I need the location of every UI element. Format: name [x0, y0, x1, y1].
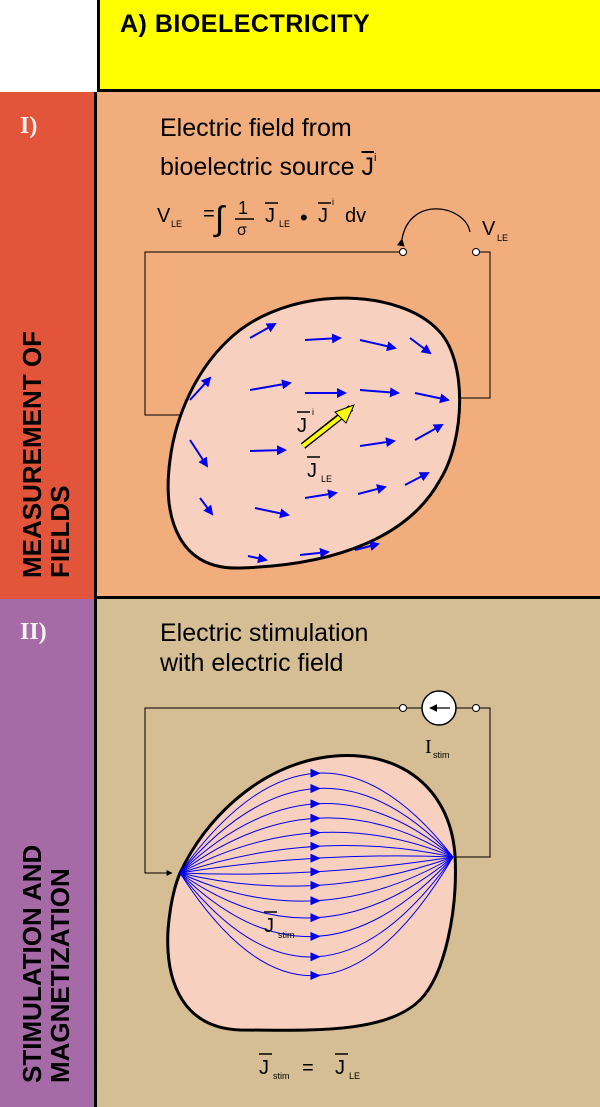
bottom-equation: J stim = J LE — [259, 1053, 360, 1081]
label-Jstim: J — [264, 915, 274, 937]
svg-text:J: J — [335, 1057, 345, 1079]
field-line-arrow — [310, 880, 321, 890]
svg-text:V: V — [157, 205, 171, 227]
svg-text:σ: σ — [237, 222, 247, 239]
terminal-left — [399, 248, 407, 256]
svg-text:=: = — [203, 203, 215, 225]
svg-text:∫: ∫ — [213, 200, 226, 238]
svg-text:i: i — [332, 197, 334, 207]
voltage-arc-arrow — [396, 208, 471, 247]
field-line-arrow — [310, 853, 321, 863]
field-equation: V LE = ∫ 1 σ J LE • J i dv — [157, 197, 366, 239]
svg-text:LE: LE — [279, 219, 290, 229]
field-line-arrow — [310, 896, 321, 906]
svg-text:i: i — [312, 407, 314, 417]
field-line-arrow — [310, 931, 321, 941]
stim-field-lines — [179, 768, 454, 980]
svg-text:LE: LE — [497, 233, 508, 243]
svg-text:stim: stim — [433, 750, 450, 760]
stim-terminal-left — [399, 704, 407, 712]
svg-text:=: = — [302, 1057, 314, 1079]
field-line-arrow — [310, 913, 321, 923]
body-volume-2 — [166, 754, 457, 1032]
field-line-arrow — [310, 828, 321, 838]
field-line-arrow — [310, 841, 321, 851]
field-line-arrow — [310, 952, 321, 962]
svg-text:dv: dv — [345, 205, 366, 227]
svg-text:J: J — [259, 1057, 269, 1079]
field-line-arrow — [310, 799, 321, 809]
field-line-arrow — [310, 784, 321, 793]
section2-roman: II) — [20, 619, 47, 645]
field-line-arrow — [310, 867, 321, 877]
header-bar — [97, 0, 600, 92]
svg-text:LE: LE — [171, 219, 182, 229]
lead-field-arrows — [189, 323, 450, 564]
svg-text:J: J — [318, 205, 328, 227]
section2-side-bar — [0, 599, 97, 1107]
field-line-arrow — [310, 813, 321, 823]
section1-side-bar — [0, 92, 97, 599]
label-JLE: J — [307, 460, 317, 482]
svg-text:1: 1 — [238, 198, 248, 218]
stim-terminal-right — [472, 704, 480, 712]
section1-roman: I) — [20, 113, 38, 139]
field-line-arrow — [310, 768, 321, 778]
svg-text:stim: stim — [273, 1071, 290, 1081]
svg-text:J: J — [265, 205, 275, 227]
source-arrow-head — [334, 404, 355, 424]
svg-text:LE: LE — [321, 474, 332, 484]
header-title: A) BIOELECTRICITY — [120, 10, 371, 38]
section1-circuit — [144, 251, 491, 416]
terminal-right — [472, 248, 480, 256]
svg-text:LE: LE — [349, 1071, 360, 1081]
current-label: I — [425, 736, 432, 758]
label-Ji: J — [297, 415, 307, 437]
svg-text:stim: stim — [278, 930, 295, 940]
voltage-label: V — [482, 218, 496, 240]
section2-caption: Electric stimulation with electric field — [160, 619, 369, 677]
field-line-arrow — [310, 971, 321, 980]
svg-text:•: • — [300, 205, 308, 230]
section1-caption: Electric field from bioelectric source J… — [160, 114, 377, 181]
